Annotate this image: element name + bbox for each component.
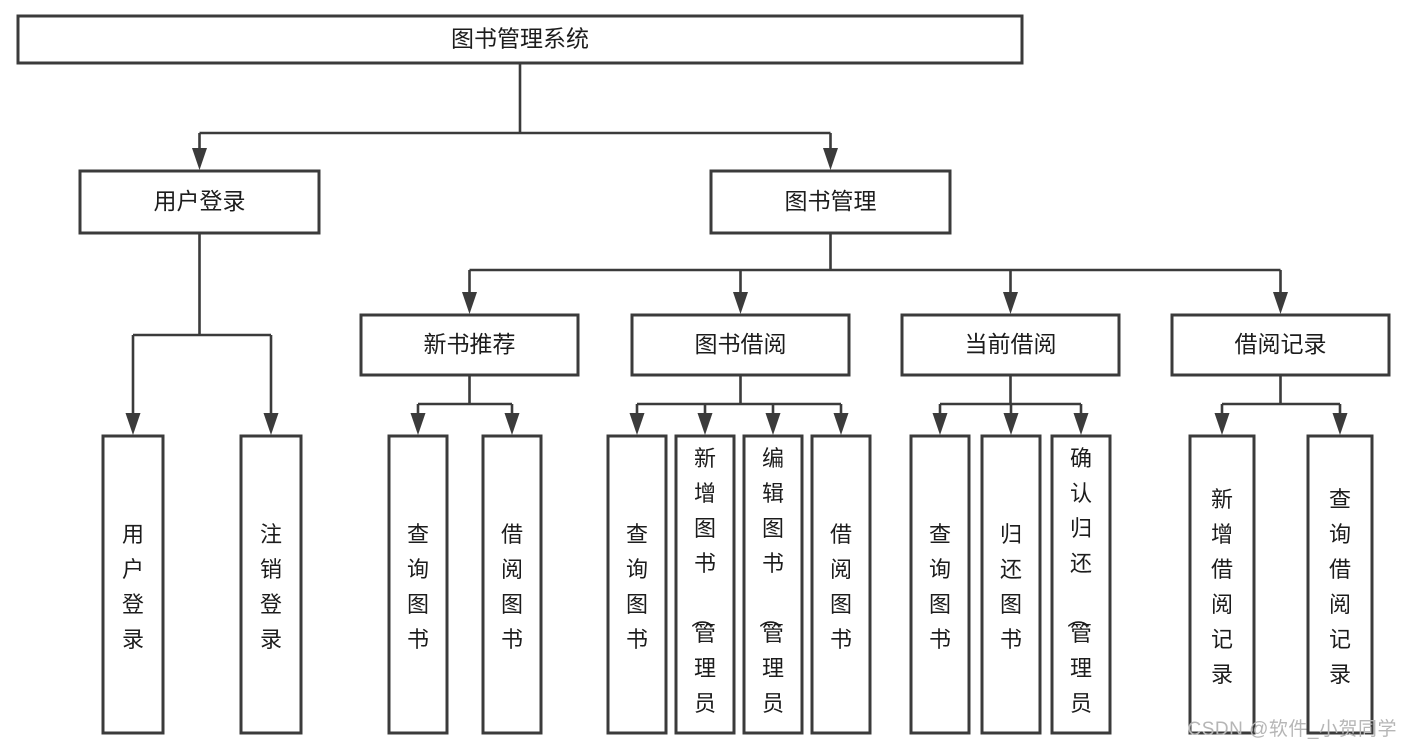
- node-box: [606, 434, 668, 735]
- node-box: [239, 434, 303, 735]
- node-book-manage[interactable]: 图书管理: [709, 169, 952, 235]
- arrow-head-icon: [1214, 413, 1230, 435]
- arrow-head-icon: [1332, 413, 1348, 435]
- node-label: 查询借阅记录: [1329, 487, 1351, 687]
- node-box: [1170, 313, 1391, 377]
- node-leaf-return-book[interactable]: 归还图书: [980, 434, 1042, 735]
- node-leaf-add-book-admin[interactable]: 新增图书（管理员）: [674, 434, 736, 747]
- arrow-head-icon: [697, 413, 713, 435]
- arrow-head-icon: [833, 413, 849, 435]
- arrow-head-icon: [1003, 413, 1019, 435]
- node-label: 新增借阅记录: [1211, 487, 1233, 687]
- node-label: 用户登录: [122, 522, 144, 652]
- node-box: [909, 434, 971, 735]
- node-label: 注销登录: [260, 522, 282, 652]
- node-label: 查询图书: [407, 522, 429, 652]
- node-label: 当前借阅: [965, 331, 1057, 357]
- node-leaf-borrow-book-1[interactable]: 借阅图书: [481, 434, 543, 735]
- node-label: 确认归还（管理员）: [1065, 446, 1092, 747]
- node-box: [359, 313, 580, 377]
- arrow-head-icon: [410, 413, 426, 435]
- node-box: [1306, 434, 1374, 735]
- arrow-head-icon: [932, 413, 948, 435]
- arrow-head-icon: [733, 292, 748, 314]
- node-box: [900, 313, 1121, 377]
- node-box: [742, 434, 804, 735]
- node-box: [810, 434, 872, 735]
- arrow-head-icon: [765, 413, 781, 435]
- node-leaf-add-borrow-record[interactable]: 新增借阅记录: [1188, 434, 1256, 735]
- node-label: 图书管理: [785, 188, 877, 214]
- node-root[interactable]: 图书管理系统: [16, 14, 1024, 65]
- node-label: 借阅记录: [1235, 331, 1327, 357]
- node-leaf-logout[interactable]: 注销登录: [239, 434, 303, 735]
- watermark-text: CSDN @软件_小贺同学: [1187, 719, 1397, 740]
- node-box: [1188, 434, 1256, 735]
- connector-layer: [125, 63, 1348, 435]
- node-book-borrow[interactable]: 图书借阅: [630, 313, 851, 377]
- node-label: 借阅图书: [830, 522, 852, 652]
- node-borrow-record[interactable]: 借阅记录: [1170, 313, 1391, 377]
- node-box: [1050, 434, 1112, 735]
- node-leaf-borrow-book-2[interactable]: 借阅图书: [810, 434, 872, 735]
- node-box: [630, 313, 851, 377]
- node-layer: 图书管理系统用户登录图书管理新书推荐图书借阅当前借阅借阅记录用户登录注销登录查询…: [16, 14, 1391, 747]
- node-leaf-query-book-3[interactable]: 查询图书: [909, 434, 971, 735]
- arrow-head-icon: [629, 413, 645, 435]
- node-label: 借阅图书: [501, 522, 523, 652]
- arrow-head-icon: [125, 413, 141, 435]
- arrow-head-icon: [263, 413, 279, 435]
- node-leaf-query-book-1[interactable]: 查询图书: [387, 434, 449, 735]
- node-label: 新书推荐: [424, 331, 516, 357]
- node-label: 用户登录: [154, 188, 246, 214]
- node-label: 查询图书: [626, 522, 648, 652]
- node-box: [481, 434, 543, 735]
- arrow-head-icon: [1073, 413, 1089, 435]
- node-box: [101, 434, 165, 735]
- node-box: [980, 434, 1042, 735]
- node-label: 查询图书: [929, 522, 951, 652]
- node-leaf-query-borrow-record[interactable]: 查询借阅记录: [1306, 434, 1374, 735]
- node-box: [78, 169, 321, 235]
- node-leaf-confirm-return-admin[interactable]: 确认归还（管理员）: [1050, 434, 1112, 747]
- node-box: [16, 14, 1024, 65]
- node-box: [387, 434, 449, 735]
- arrow-head-icon: [504, 413, 520, 435]
- node-leaf-edit-book-admin[interactable]: 编辑图书（管理员）: [742, 434, 804, 747]
- node-label: 图书管理系统: [451, 26, 589, 52]
- node-current-borrow[interactable]: 当前借阅: [900, 313, 1121, 377]
- node-label: 新增图书（管理员）: [689, 446, 716, 747]
- arrow-head-icon: [192, 148, 207, 170]
- node-leaf-query-book-2[interactable]: 查询图书: [606, 434, 668, 735]
- arrow-head-icon: [1003, 292, 1018, 314]
- node-new-book-rec[interactable]: 新书推荐: [359, 313, 580, 377]
- arrow-head-icon: [462, 292, 477, 314]
- arrow-head-icon: [1273, 292, 1288, 314]
- node-label: 图书借阅: [695, 331, 787, 357]
- node-leaf-user-login[interactable]: 用户登录: [101, 434, 165, 735]
- node-box: [709, 169, 952, 235]
- arrow-head-icon: [823, 148, 838, 170]
- node-box: [674, 434, 736, 735]
- node-user-login[interactable]: 用户登录: [78, 169, 321, 235]
- node-label: 归还图书: [1000, 522, 1022, 652]
